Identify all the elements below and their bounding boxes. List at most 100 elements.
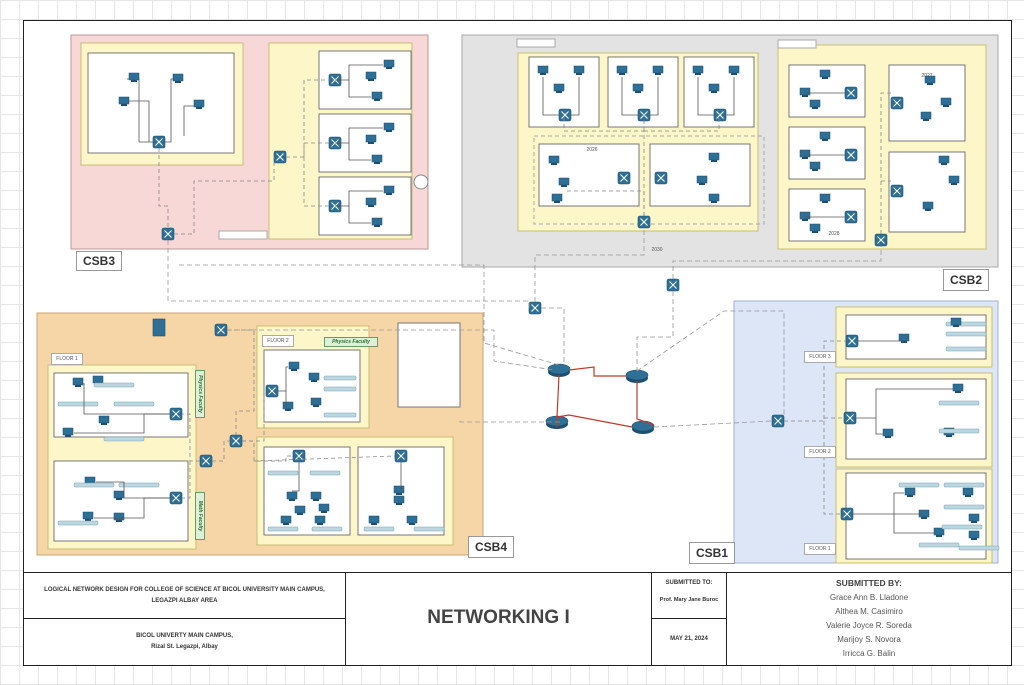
csb4-building-switch bbox=[214, 323, 228, 337]
computer-icon bbox=[898, 333, 910, 342]
computer-stand bbox=[561, 185, 567, 187]
computer-icon bbox=[918, 509, 930, 518]
link bbox=[726, 77, 735, 116]
label-bar bbox=[945, 346, 987, 352]
csb1-floor3-room bbox=[845, 314, 987, 360]
computer-stand bbox=[655, 73, 661, 75]
csb2-room-switch bbox=[844, 210, 858, 224]
computer-stand bbox=[802, 157, 808, 159]
computer-icon bbox=[98, 415, 110, 424]
physics-faculty-tag-side: Physics Faculty bbox=[195, 370, 205, 418]
uplink bbox=[179, 264, 560, 366]
label-bar bbox=[323, 375, 357, 381]
link bbox=[174, 157, 275, 235]
computer-stand bbox=[885, 436, 891, 438]
computer-stand bbox=[711, 91, 717, 93]
date-cell: MAY 21, 2024 bbox=[651, 618, 727, 666]
computer-stand bbox=[386, 130, 392, 132]
csb2-room-switch bbox=[617, 171, 631, 185]
computer-stand bbox=[936, 535, 942, 537]
computer-stand bbox=[802, 95, 808, 97]
location-cell: BICOL UNIVERTY MAIN CAMPUS, Rizal St. Le… bbox=[22, 618, 347, 666]
csb4-room-switch bbox=[292, 449, 306, 463]
computer-icon bbox=[692, 65, 704, 74]
uplink bbox=[459, 421, 560, 423]
label-bar bbox=[267, 526, 299, 532]
computer-icon bbox=[537, 65, 549, 74]
link bbox=[335, 127, 383, 144]
link bbox=[212, 440, 230, 462]
link bbox=[856, 388, 954, 419]
computer-icon bbox=[809, 223, 821, 232]
computer-stand bbox=[368, 205, 374, 207]
computer-icon bbox=[118, 96, 130, 105]
label-bar bbox=[113, 401, 155, 407]
csb2-lab-switch bbox=[713, 108, 727, 122]
computer-icon bbox=[365, 134, 377, 143]
computer-stand bbox=[311, 380, 317, 382]
computer-icon bbox=[962, 487, 974, 496]
csb2-tag-left bbox=[516, 38, 556, 48]
computer-icon bbox=[286, 491, 298, 500]
link bbox=[253, 455, 396, 462]
computer-icon bbox=[365, 71, 377, 80]
csb4-room-switch bbox=[169, 407, 183, 421]
csb1-floor3-switch bbox=[845, 334, 859, 348]
csb3-building-switch bbox=[161, 227, 175, 241]
computer-stand bbox=[196, 107, 202, 109]
computer-stand bbox=[576, 73, 582, 75]
member-1: Grace Ann B. Lladone bbox=[829, 592, 909, 602]
computer-stand bbox=[822, 77, 828, 79]
computer-stand bbox=[556, 91, 562, 93]
csb2-room-2027: 2027 bbox=[921, 73, 933, 79]
computer-icon bbox=[573, 65, 585, 74]
computer-stand bbox=[371, 523, 377, 525]
csb2-room-switch bbox=[654, 171, 668, 185]
computer-stand bbox=[731, 73, 737, 75]
computer-stand bbox=[551, 163, 557, 165]
csb2-room-switch bbox=[890, 96, 904, 110]
computer-stand bbox=[812, 107, 818, 109]
csb2-room-switch bbox=[844, 148, 858, 162]
computer-stand bbox=[116, 498, 122, 500]
computer-icon bbox=[371, 91, 383, 100]
computer-icon bbox=[799, 149, 811, 158]
computer-stand bbox=[711, 160, 717, 162]
computer-icon bbox=[371, 154, 383, 163]
drawing-sheet: CSB3 CSB2 CSB4 CSB1 FLOOR 3 FLOOR 2 FLOO… bbox=[22, 20, 1012, 666]
computer-icon bbox=[282, 401, 294, 410]
csb2-label: CSB2 bbox=[943, 269, 989, 291]
core-switch bbox=[528, 301, 542, 315]
link bbox=[286, 79, 330, 158]
computer-stand bbox=[953, 325, 959, 327]
label-bar bbox=[309, 470, 341, 476]
computer-icon bbox=[280, 515, 292, 524]
computer-icon bbox=[393, 495, 405, 504]
link bbox=[348, 206, 371, 224]
csb4-floor2-tag: FLOOR 2 bbox=[262, 335, 294, 347]
project-title: LOGICAL NETWORK DESIGN FOR COLLEGE OF SC… bbox=[44, 586, 325, 604]
computer-stand bbox=[175, 81, 181, 83]
title-block: LOGICAL NETWORK DESIGN FOR COLLEGE OF SC… bbox=[22, 571, 1012, 666]
label-bar bbox=[57, 520, 99, 526]
link bbox=[74, 413, 170, 434]
computer-stand bbox=[802, 219, 808, 221]
csb2-room-switch bbox=[890, 184, 904, 198]
computer-stand bbox=[374, 99, 380, 101]
computer-icon bbox=[904, 487, 916, 496]
member-2: Althea M. Casimiro bbox=[835, 606, 903, 616]
date: MAY 21, 2024 bbox=[670, 636, 708, 642]
csb4-room-d bbox=[263, 446, 351, 536]
computer-icon bbox=[62, 427, 74, 436]
link bbox=[124, 100, 150, 142]
computer-stand bbox=[291, 369, 297, 371]
label-bar bbox=[118, 482, 160, 488]
link bbox=[621, 77, 638, 116]
computer-icon bbox=[809, 161, 821, 170]
link bbox=[242, 440, 293, 462]
computer-icon bbox=[968, 530, 980, 539]
computer-stand bbox=[927, 83, 933, 85]
label-bar bbox=[93, 382, 135, 388]
course-title: NETWORKING I bbox=[427, 606, 570, 628]
computer-icon bbox=[819, 193, 831, 202]
